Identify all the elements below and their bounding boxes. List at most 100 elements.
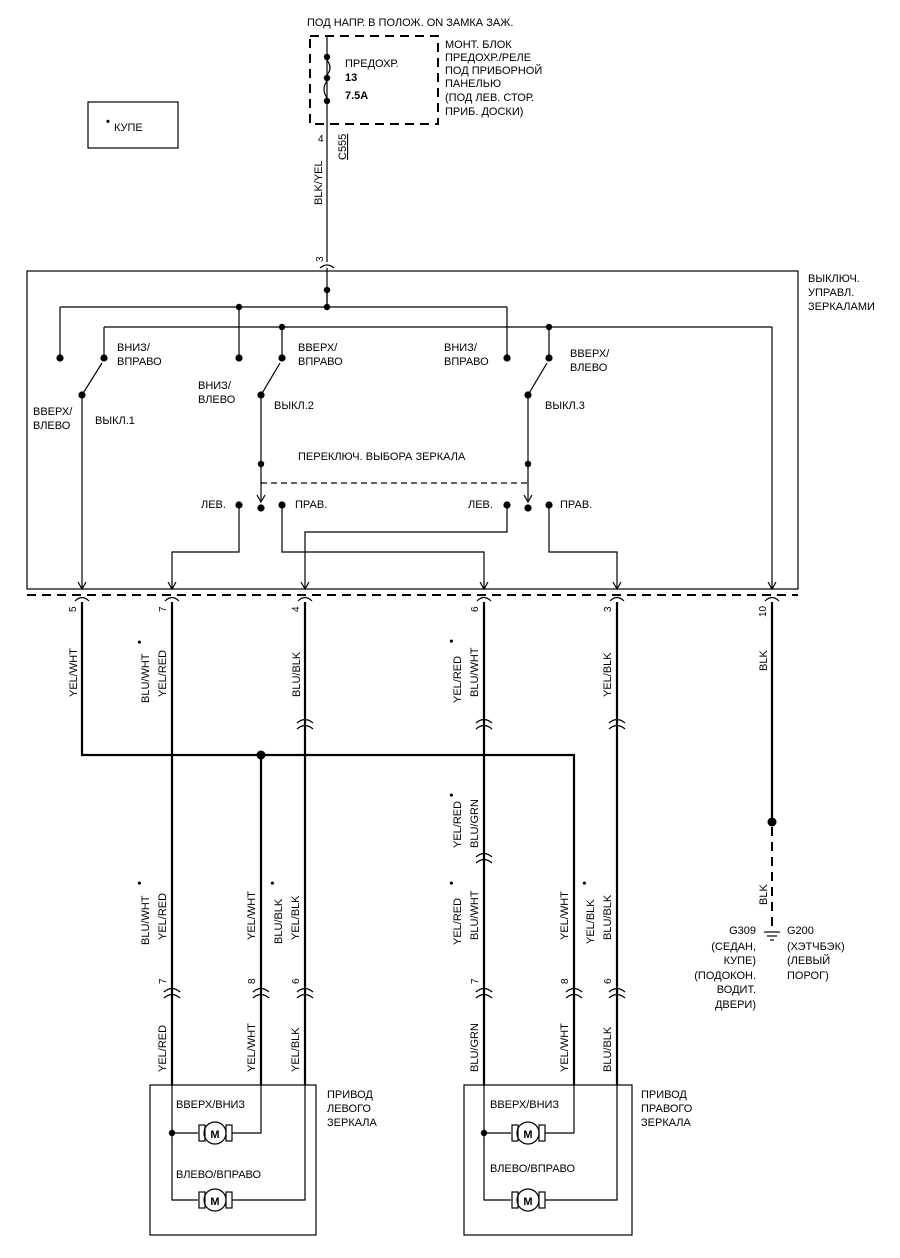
- supply-label: ПОД НАПР. В ПОЛОЖ. ON ЗАМКА ЗАЖ.: [307, 17, 513, 29]
- svg-text:M: M: [523, 1129, 532, 1141]
- svg-text:BLU/WHT: BLU/WHT: [140, 653, 152, 703]
- svg-text:BLU/GRN: BLU/GRN: [469, 799, 481, 848]
- left-leftright-label: ВЛЕВО/ВПРАВО: [176, 1169, 262, 1181]
- svg-text:YEL/BLK: YEL/BLK: [290, 1027, 302, 1072]
- svg-text:ЗЕРКАЛА: ЗЕРКАЛА: [327, 1117, 378, 1129]
- svg-text:6: 6: [470, 606, 481, 612]
- right-mirror-box: [463, 1084, 633, 1236]
- svg-text:7: 7: [470, 978, 481, 984]
- svg-text:ВНИЗ/: ВНИЗ/: [444, 342, 478, 354]
- left-leftright-motor-icon: M: [198, 1188, 233, 1212]
- bottom-wire-labels: YEL/RED YEL/WHT YEL/BLK BLU/GRN YEL/WHT …: [157, 1023, 614, 1072]
- svg-text:ВПРАВО: ВПРАВО: [117, 356, 162, 368]
- svg-text:YEL/RED: YEL/RED: [452, 801, 464, 848]
- svg-text:УПРАВЛ.: УПРАВЛ.: [808, 287, 854, 299]
- left-mirror-title: ПРИВОД ЛЕВОГО ЗЕРКАЛА: [327, 1089, 378, 1129]
- fuse-box-label: МОНТ. БЛОК ПРЕДОХР./РЕЛЕ ПОД ПРИБОРНОЙ П…: [445, 39, 542, 118]
- fuse-name: ПРЕДОХР.: [345, 58, 399, 70]
- svg-text:BLU/GRN: BLU/GRN: [469, 1023, 481, 1072]
- svg-text:5: 5: [68, 606, 79, 612]
- svg-text:6: 6: [603, 978, 614, 984]
- switch-pin-numbers: 5 7 4 6 3 10: [68, 605, 769, 617]
- ground-left-label: G309 (СЕДАН, КУПЕ) (ПОДОКОН. ВОДИТ. ДВЕР…: [694, 925, 756, 1011]
- svg-text:(ЛЕВЫЙ: (ЛЕВЫЙ: [787, 954, 830, 967]
- svg-text:BLU/WHT: BLU/WHT: [140, 895, 152, 945]
- svg-text:ПАНЕЛЬЮ: ПАНЕЛЬЮ: [445, 78, 501, 90]
- svg-text:(ПОД ЛЕВ. СТОР.: (ПОД ЛЕВ. СТОР.: [445, 92, 534, 104]
- svg-text:МОНТ. БЛОК: МОНТ. БЛОК: [445, 39, 512, 51]
- svg-text:M: M: [523, 1196, 532, 1208]
- svg-text:•: •: [579, 881, 591, 885]
- svg-text:ПРИБ. ДОСКИ): ПРИБ. ДОСКИ): [445, 106, 523, 118]
- svg-text:ПРЕДОХР./РЕЛЕ: ПРЕДОХР./РЕЛЕ: [445, 52, 531, 64]
- fuse-number: 13: [345, 72, 357, 84]
- svg-text:YEL/BLK: YEL/BLK: [585, 899, 597, 944]
- legend-box: [87, 101, 179, 149]
- svg-text:BLU/BLK: BLU/BLK: [273, 898, 285, 944]
- svg-text:ВЫКЛ.3: ВЫКЛ.3: [545, 400, 585, 412]
- output-arrows: [77, 581, 777, 591]
- mirror-pin-numbers: 7 8 6 7 8 6: [158, 978, 614, 984]
- left-updown-motor-icon: M: [198, 1121, 233, 1145]
- svg-text:ВЫКЛЮЧ.: ВЫКЛЮЧ.: [808, 273, 860, 285]
- svg-text:ПРИВОД: ПРИВОД: [327, 1089, 373, 1101]
- middle-wire-labels: YEL/RED • BLU/GRN BLK: [446, 793, 770, 905]
- svg-text:ДВЕРИ): ДВЕРИ): [715, 999, 756, 1011]
- svg-text:ВЛЕВО: ВЛЕВО: [33, 420, 71, 432]
- left-updown-label: ВВЕРХ/ВНИЗ: [176, 1099, 245, 1111]
- svg-text:ВЫКЛ.1: ВЫКЛ.1: [95, 415, 135, 427]
- inline-connectors: [163, 718, 626, 999]
- svg-text:(ПОДОКОН.: (ПОДОКОН.: [694, 970, 756, 982]
- svg-text:ВЛЕВО: ВЛЕВО: [198, 394, 236, 406]
- svg-text:ВЛЕВО: ВЛЕВО: [570, 362, 608, 374]
- svg-text:(СЕДАН,: (СЕДАН,: [711, 941, 756, 953]
- left-mirror-box: [149, 1084, 317, 1236]
- svg-text:YEL/RED: YEL/RED: [157, 1025, 169, 1072]
- svg-text:G309: G309: [729, 925, 756, 937]
- svg-text:•: •: [446, 881, 458, 885]
- svg-text:ЗЕРКАЛАМИ: ЗЕРКАЛАМИ: [808, 301, 875, 313]
- svg-text:6: 6: [291, 978, 302, 984]
- svg-text:ЛЕВОГО: ЛЕВОГО: [327, 1103, 371, 1115]
- svg-text:ПРИВОД: ПРИВОД: [641, 1089, 687, 1101]
- svg-text:ВНИЗ/: ВНИЗ/: [117, 342, 151, 354]
- svg-text:BLK: BLK: [758, 884, 770, 905]
- legend-label: КУПЕ: [114, 122, 143, 134]
- svg-text:YEL/RED: YEL/RED: [452, 656, 464, 703]
- svg-text:YEL/RED: YEL/RED: [452, 898, 464, 945]
- svg-text:ЛЕВ.: ЛЕВ.: [201, 499, 226, 511]
- right-leftright-label: ВЛЕВО/ВПРАВО: [490, 1163, 576, 1175]
- svg-text:YEL/BLK: YEL/BLK: [290, 895, 302, 940]
- switch-1-lever: [81, 362, 103, 396]
- wire-yel-wht-common: [80, 602, 576, 995]
- svg-text:ПРАВ.: ПРАВ.: [560, 499, 592, 511]
- svg-text:YEL/WHT: YEL/WHT: [559, 1023, 571, 1072]
- svg-text:ВПРАВО: ВПРАВО: [298, 356, 343, 368]
- svg-text:8: 8: [560, 978, 571, 984]
- svg-text:YEL/WHT: YEL/WHT: [246, 891, 258, 940]
- svg-text:ВВЕРХ/: ВВЕРХ/: [33, 406, 73, 418]
- svg-text:4: 4: [291, 606, 302, 612]
- svg-text:YEL/WHT: YEL/WHT: [68, 648, 80, 697]
- svg-text:YEL/WHT: YEL/WHT: [559, 891, 571, 940]
- svg-text:•: •: [446, 639, 458, 643]
- svg-text:7: 7: [158, 978, 169, 984]
- svg-text:8: 8: [247, 978, 258, 984]
- svg-text:•: •: [446, 793, 458, 797]
- svg-text:BLK: BLK: [758, 650, 770, 671]
- svg-text:G200: G200: [787, 925, 814, 937]
- svg-text:BLU/BLK: BLU/BLK: [602, 894, 614, 940]
- fuse-rating: 7.5A: [345, 90, 368, 102]
- svg-text:ПОРОГ): ПОРОГ): [787, 970, 829, 982]
- legend-marker: •: [106, 116, 110, 128]
- svg-text:ВЫКЛ.2: ВЫКЛ.2: [274, 400, 314, 412]
- upper-wire-labels: YEL/WHT BLU/WHT • YEL/RED BLU/BLK YEL/RE…: [68, 639, 770, 703]
- switch-title: ВЫКЛЮЧ. УПРАВЛ. ЗЕРКАЛАМИ: [808, 273, 875, 313]
- switch-outline: [26, 270, 799, 590]
- svg-text:7: 7: [158, 606, 169, 612]
- switch-3-lever: [527, 362, 548, 396]
- svg-text:M: M: [210, 1196, 219, 1208]
- ground-right-label: G200 (ХЭТЧБЭК) (ЛЕВЫЙ ПОРОГ): [787, 925, 845, 982]
- svg-text:ПРАВОГО: ПРАВОГО: [641, 1103, 693, 1115]
- fuse-symbol: [326, 59, 331, 76]
